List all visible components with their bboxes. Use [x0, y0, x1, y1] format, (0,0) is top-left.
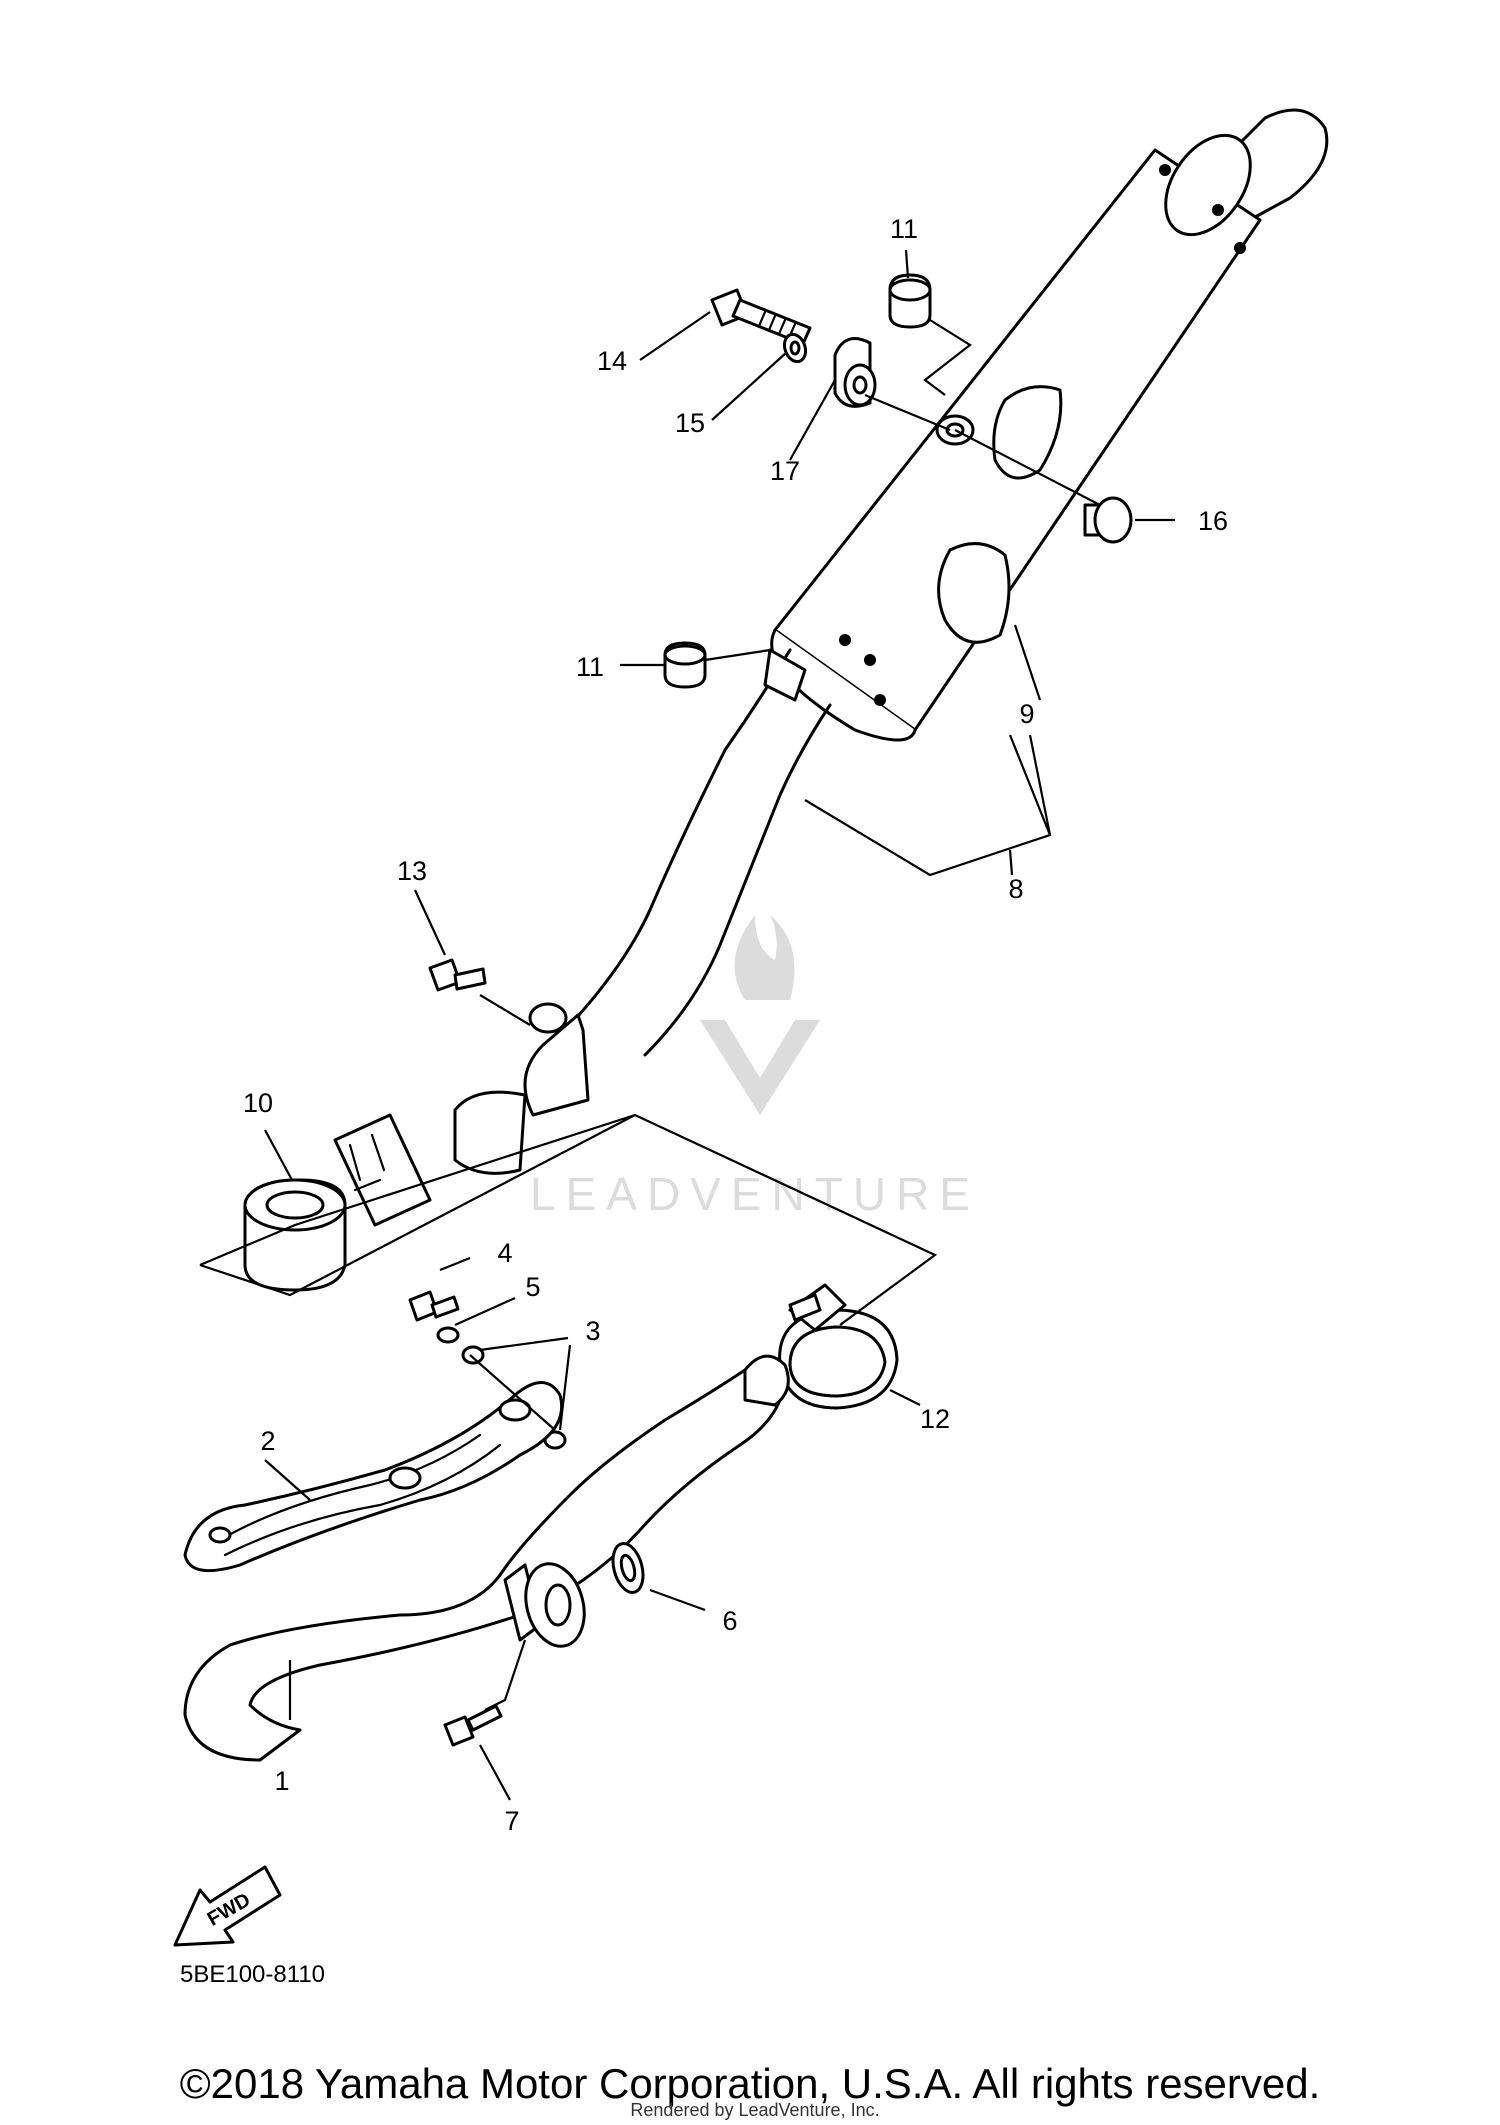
callout-17: 17 — [770, 456, 800, 486]
callout-1: 1 — [274, 1766, 289, 1796]
leadventure-watermark: LEADVENTURE — [530, 915, 980, 1220]
fwd-arrow: FWD — [173, 1865, 282, 1947]
protector-2 — [183, 1381, 564, 1573]
washer-3a — [461, 1345, 485, 1365]
exhaust-pipe-1 — [183, 1354, 790, 1762]
callout-2: 2 — [260, 1426, 275, 1456]
callout-7: 7 — [504, 1806, 519, 1836]
bolt-7 — [443, 1704, 503, 1747]
callouts: 1 2 3 4 5 6 7 8 9 10 11 11 12 13 14 15 1… — [243, 214, 1228, 1836]
callout-15: 15 — [675, 408, 705, 438]
callout-13: 13 — [397, 856, 427, 886]
callout-4: 4 — [497, 1238, 512, 1268]
diagram-code: 5BE100-8110 — [180, 1961, 325, 1988]
callout-6: 6 — [722, 1606, 737, 1636]
leader-lines — [199, 249, 1175, 1801]
copyright-footer: ©2018 Yamaha Motor Corporation, U.S.A. A… — [180, 2060, 1321, 2107]
damper-11-upper — [888, 273, 932, 329]
callout-10: 10 — [243, 1088, 273, 1118]
grommet-16 — [1083, 496, 1133, 544]
washer-5 — [436, 1326, 460, 1344]
bolt-4 — [408, 1290, 460, 1322]
clamp-12 — [778, 1283, 899, 1410]
callout-12: 12 — [920, 1404, 950, 1434]
rendered-by-note: Rendered by LeadVenture, Inc. — [630, 2100, 879, 2120]
bolt-13 — [428, 958, 487, 992]
callout-3: 3 — [585, 1316, 600, 1346]
gasket-6 — [611, 1542, 645, 1594]
muffler-assembly — [333, 108, 1329, 1227]
callout-11-upper: 11 — [890, 214, 918, 244]
callout-16: 16 — [1198, 506, 1228, 536]
callout-8: 8 — [1008, 874, 1023, 904]
collar-17 — [833, 337, 877, 408]
callout-14: 14 — [597, 346, 627, 376]
watermark-text: LEADVENTURE — [530, 1168, 980, 1220]
callout-5: 5 — [525, 1272, 540, 1302]
damper-11-lower — [663, 641, 707, 689]
callout-9: 9 — [1019, 699, 1034, 729]
callout-11-lower: 11 — [576, 652, 604, 682]
washer-15 — [782, 332, 808, 364]
